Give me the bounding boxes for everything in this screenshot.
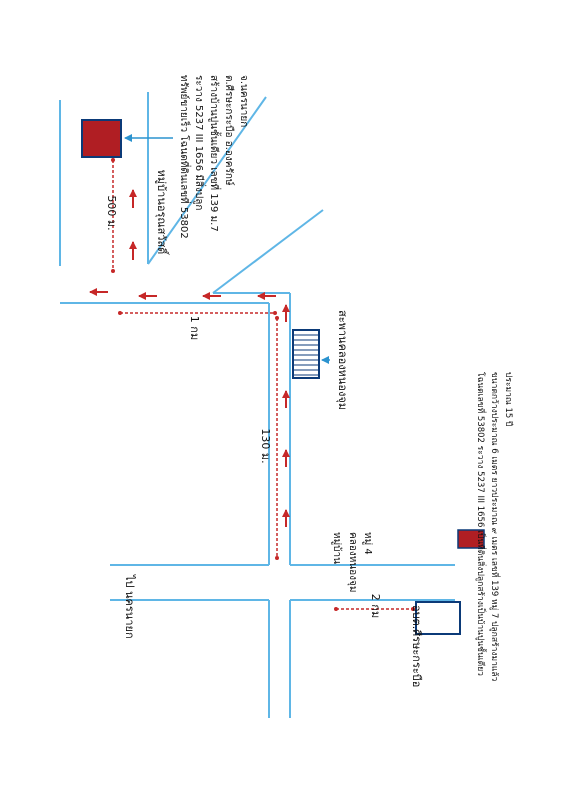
pointer-arrows	[124, 134, 330, 364]
distance-label-500m: 500 ม.	[105, 195, 118, 230]
road-network	[59, 92, 455, 718]
village-label-bottom-line-2: คลองหนองจุม	[347, 532, 358, 592]
distance-label-2km: 2 กม	[369, 594, 382, 618]
deed-text-line-1: ทรัพย์ขายเร็ว โฉนดที่ดินเลขที่ 53802	[178, 75, 192, 239]
deed-text-line-5: จ.นครนายก	[238, 75, 249, 127]
legend-line-2: ขนาดกว้างประมาณ 6 เมตร ยาวประมาณ ๙ เมตร …	[489, 372, 501, 682]
road-branch-lower-edge	[212, 209, 324, 294]
deed-text-line-4: ต.ศีรษะกระบือ อ.องครักษ์	[223, 75, 235, 186]
property-plot-marker	[81, 119, 122, 158]
direction-label-nakhon-nayok: ไป นครนายก	[123, 574, 136, 639]
bridge-symbol	[292, 329, 320, 379]
deed-text-line-3: สร้างบ้านปูนชั้นเดียว เลขที่ 139 ม.7	[208, 75, 222, 232]
legend-line-1: โฉนดเลขที่ 53802 ระวาง 5237 III 1656 เป็…	[475, 372, 487, 676]
distance-label-130m: 130 ม.	[259, 428, 272, 463]
bridge-label: สะพานคลองหนองจุม	[336, 310, 349, 410]
dimension-lines	[112, 160, 413, 610]
distance-label-1km: 1 กม	[188, 316, 201, 340]
village-label-top: หมู่บ้านอรุณสวัสดิ์	[155, 170, 170, 256]
village-label-bottom-line-1: หมู่บ้าน	[331, 532, 343, 564]
village-label-bottom-line-3: หมู่ 4	[362, 532, 373, 555]
legend-swatch	[457, 529, 485, 549]
office-building	[415, 601, 461, 635]
route-arrows	[89, 189, 290, 527]
office-label: อบต.ศีรษะกระบือ	[410, 605, 423, 687]
legend-line-3: ประมาณ 15 ปี	[503, 372, 514, 426]
deed-text-line-2: ระวาง 5237 III 1656 มีสิ่งปลูก	[193, 75, 207, 210]
road-branch-top-edge	[147, 96, 267, 265]
